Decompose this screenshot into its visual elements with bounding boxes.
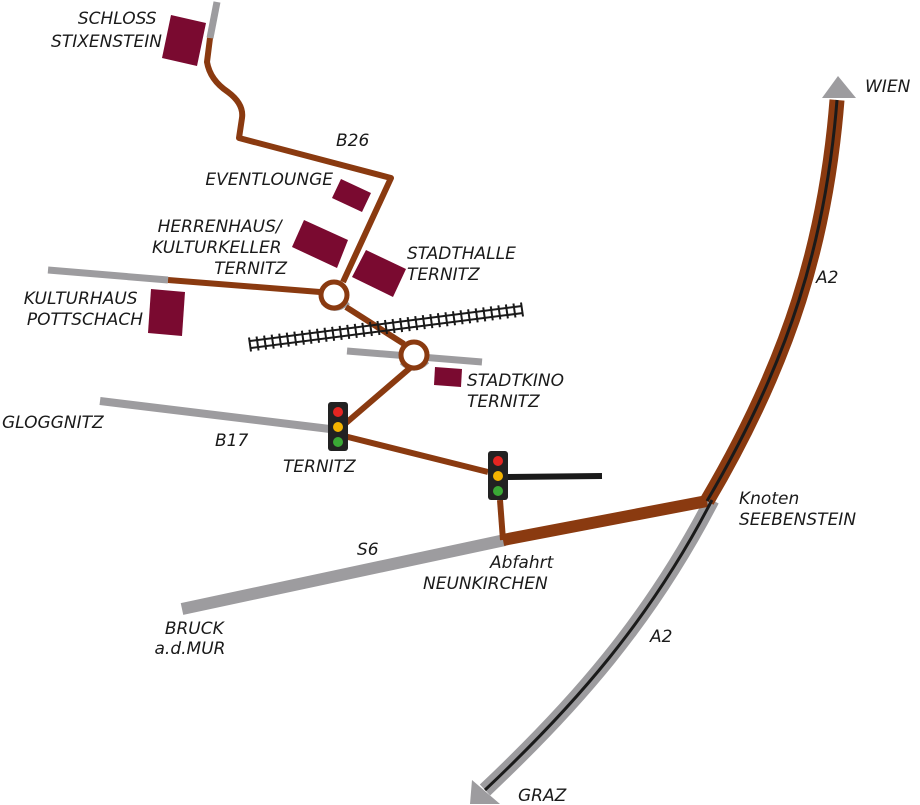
railway-tie bbox=[338, 325, 343, 340]
building-schloss-stixenstein bbox=[162, 15, 206, 66]
railway-tie bbox=[316, 328, 320, 343]
buildings bbox=[148, 15, 462, 387]
roundabout-icon bbox=[398, 339, 430, 371]
arrow-icon bbox=[822, 76, 856, 98]
label-gloggnitz: GLOGGNITZ bbox=[2, 413, 104, 433]
railway-tie bbox=[255, 336, 260, 351]
railway-tie bbox=[270, 334, 275, 349]
road-pottschach bbox=[47, 266, 169, 284]
label-a2-north: A2 bbox=[815, 268, 838, 288]
railway-tie bbox=[429, 314, 434, 329]
railway-tie bbox=[331, 326, 336, 341]
route-ternitz-east bbox=[343, 433, 489, 475]
label-herrenhaus: HERRENHAUS/ KULTURKELLER TERNITZ bbox=[152, 217, 287, 279]
label-eventlounge: EVENTLOUNGE bbox=[205, 170, 333, 190]
building-eventlounge bbox=[332, 179, 371, 212]
railway-tie bbox=[285, 332, 290, 347]
railway-tie bbox=[497, 305, 502, 320]
railway-tie bbox=[323, 327, 328, 342]
road-schloss-connector bbox=[206, 1, 221, 39]
railway-tie bbox=[361, 322, 366, 338]
a2-north-core bbox=[705, 99, 839, 502]
a2-south-core bbox=[483, 499, 714, 792]
railway-tie bbox=[504, 304, 509, 319]
building-kulturhaus bbox=[148, 289, 185, 336]
label-b17: B17 bbox=[215, 431, 248, 451]
route-to-abfahrt bbox=[497, 499, 506, 541]
railway-tie bbox=[444, 312, 449, 327]
labels: SCHLOSS STIXENSTEIN B26 EVENTLOUNGE HERR… bbox=[2, 9, 911, 805]
label-b26: B26 bbox=[336, 131, 369, 151]
label-stadthalle: STADTHALLE TERNITZ bbox=[407, 244, 521, 285]
label-stadtkino: STADTKINO TERNITZ bbox=[467, 371, 569, 412]
railway-tie bbox=[384, 319, 388, 335]
railway-tie bbox=[489, 306, 494, 321]
railway-tie bbox=[263, 335, 268, 350]
label-graz: GRAZ bbox=[518, 786, 567, 805]
label-s6: S6 bbox=[357, 540, 379, 560]
railway-tie bbox=[293, 331, 298, 346]
road-black-stub bbox=[505, 473, 603, 480]
railway-tie bbox=[376, 320, 381, 336]
road-a2-south bbox=[479, 496, 719, 796]
railway-tie bbox=[300, 330, 305, 345]
label-bruck: BRUCK a.d.MUR bbox=[155, 619, 230, 659]
route-a2-north bbox=[700, 99, 845, 505]
route-b26-north bbox=[204, 37, 394, 284]
route-to-ternitz bbox=[344, 365, 412, 426]
route-to-knoten bbox=[501, 495, 709, 546]
railway-tie bbox=[520, 302, 524, 317]
railway-tie bbox=[248, 337, 252, 352]
road-gloggnitz-b17 bbox=[99, 397, 339, 434]
railway-tie bbox=[399, 317, 404, 333]
railway-tie bbox=[474, 308, 479, 323]
railway-tie bbox=[346, 324, 351, 340]
traffic-light-icon bbox=[328, 402, 348, 451]
label-ternitz: TERNITZ bbox=[283, 457, 356, 477]
label-wien: WIEN bbox=[865, 77, 911, 97]
railway-tie bbox=[467, 309, 472, 324]
railway-icon bbox=[248, 302, 524, 352]
railway-tie bbox=[459, 310, 464, 325]
a2-centerline bbox=[483, 99, 839, 792]
label-a2-south: A2 bbox=[649, 627, 672, 647]
label-schloss-stixenstein: SCHLOSS STIXENSTEIN bbox=[51, 9, 162, 52]
railway-tie bbox=[482, 307, 487, 322]
railway-tie bbox=[512, 303, 517, 318]
road-s6 bbox=[180, 534, 507, 615]
railway-tie bbox=[452, 311, 456, 326]
railway-tie bbox=[406, 316, 411, 332]
railway-tie bbox=[308, 329, 313, 344]
arrow-icon bbox=[470, 780, 500, 804]
railway-tie bbox=[436, 313, 441, 328]
route-pottschach bbox=[167, 277, 321, 295]
building-herrenhaus bbox=[292, 220, 348, 268]
label-abfahrt: Abfahrt NEUNKIRCHEN bbox=[423, 553, 559, 594]
railway-tie bbox=[278, 333, 283, 348]
traffic-light-icon bbox=[488, 451, 508, 500]
label-knoten: Knoten SEEBENSTEIN bbox=[739, 489, 856, 530]
building-stadthalle bbox=[352, 250, 406, 297]
building-stadtkino bbox=[434, 367, 462, 387]
railway-tie bbox=[391, 318, 396, 334]
label-kulturhaus: KULTURHAUS POTTSCHACH bbox=[24, 289, 144, 330]
railway-tie bbox=[421, 314, 426, 330]
railway-tie bbox=[414, 315, 419, 331]
roundabout-icon bbox=[318, 279, 350, 311]
railway-tie bbox=[368, 321, 373, 337]
railway-ties bbox=[248, 302, 524, 352]
railway-tie bbox=[353, 323, 358, 339]
